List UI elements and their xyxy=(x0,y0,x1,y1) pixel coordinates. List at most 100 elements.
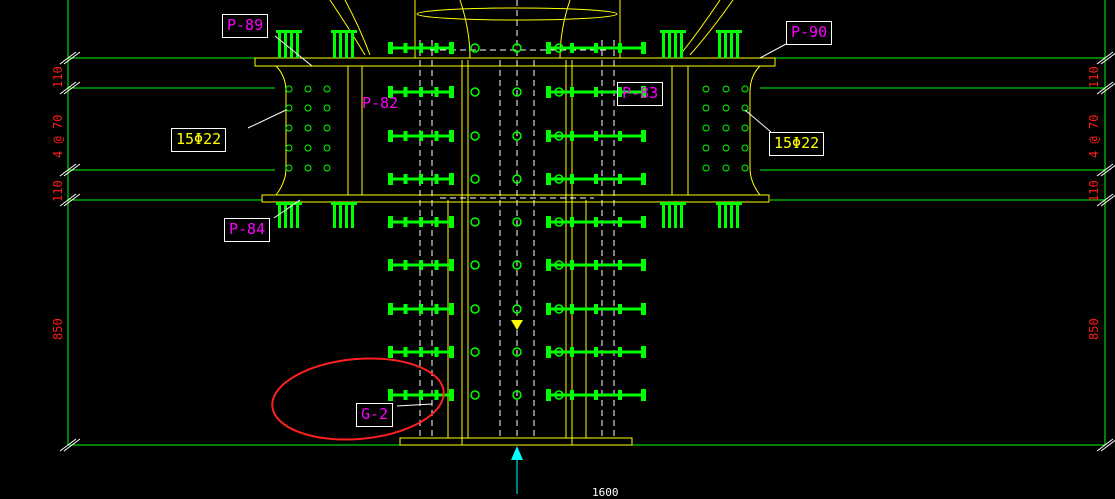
bolt xyxy=(388,389,454,401)
bolt-hole xyxy=(741,85,749,93)
bolt-hole xyxy=(470,131,480,141)
bolt-holes xyxy=(285,85,749,172)
label-p90: P-90 xyxy=(786,21,833,45)
bolt-group xyxy=(388,42,646,401)
bolt-hole xyxy=(512,260,522,270)
dim-left-850: 850 xyxy=(51,318,65,340)
bolt-hole xyxy=(323,164,331,172)
bolt xyxy=(546,42,646,54)
bolt-hole xyxy=(323,124,331,132)
bolt-hole xyxy=(702,124,710,132)
bolt-hole xyxy=(554,174,564,184)
dim-right-4at70: 4 @ 70 xyxy=(1087,114,1101,158)
bolt xyxy=(546,216,646,228)
bolt-hole xyxy=(741,144,749,152)
label-p89: P-89 xyxy=(222,14,269,38)
bolt-hole xyxy=(512,174,522,184)
bolt-hole xyxy=(741,104,749,112)
dim-bottom-partial: 1600 xyxy=(592,486,619,499)
bolt xyxy=(546,346,646,358)
label-bolts-left: 15Φ22 xyxy=(171,128,227,152)
bolt-hole xyxy=(470,217,480,227)
bolt-hole xyxy=(512,43,522,53)
hidden-lines xyxy=(419,0,615,438)
bolt-hole xyxy=(512,304,522,314)
bolt-hole xyxy=(702,164,710,172)
dimension-ticks xyxy=(59,51,1115,452)
label-p84: P-84 xyxy=(224,218,271,242)
bolt-hole xyxy=(554,87,564,97)
leader-lines xyxy=(247,35,787,407)
bolt-hole xyxy=(722,144,730,152)
bolt-hole xyxy=(512,217,522,227)
bolt-hole xyxy=(741,164,749,172)
bolt-hole xyxy=(512,390,522,400)
bolt xyxy=(388,42,454,54)
bolt-hole xyxy=(554,131,564,141)
bolt xyxy=(546,389,646,401)
bolt-hole xyxy=(470,43,480,53)
bolt xyxy=(388,130,454,142)
bolt-hole xyxy=(722,85,730,93)
bolt-hole xyxy=(702,85,710,93)
bolt-hole xyxy=(470,304,480,314)
bolt-hole xyxy=(554,260,564,270)
bolt xyxy=(546,86,646,98)
bolt-hole xyxy=(285,104,293,112)
bolt-hole xyxy=(304,124,312,132)
steel-members xyxy=(254,0,776,446)
bolt-hole xyxy=(323,144,331,152)
label-g2: G-2 xyxy=(356,403,394,427)
bolt-hole xyxy=(512,87,522,97)
bolt xyxy=(388,216,454,228)
bolt xyxy=(388,259,454,271)
dim-right-850: 850 xyxy=(1087,318,1101,340)
label-p83: P-83 xyxy=(617,82,664,106)
shear-stud xyxy=(716,202,742,228)
bolt-hole xyxy=(470,260,480,270)
dim-right-110-bottom: 110 xyxy=(1087,180,1101,202)
bolt-hole xyxy=(512,347,522,357)
shear-stud xyxy=(660,202,686,228)
bolt xyxy=(546,259,646,271)
bolt-hole xyxy=(470,347,480,357)
bolt-hole xyxy=(554,217,564,227)
bolt-hole xyxy=(285,144,293,152)
bolt xyxy=(388,173,454,185)
bolt-hole xyxy=(285,124,293,132)
bolt-hole xyxy=(554,390,564,400)
bolt-hole xyxy=(304,144,312,152)
bolt-hole xyxy=(470,390,480,400)
bolt-hole xyxy=(470,174,480,184)
dim-left-4at70: 4 @ 70 xyxy=(51,114,65,158)
bolt xyxy=(388,303,454,315)
shear-stud xyxy=(331,30,357,58)
bolt-hole xyxy=(722,104,730,112)
bolt-hole xyxy=(470,87,480,97)
bolt-hole xyxy=(304,85,312,93)
bolt xyxy=(546,303,646,315)
bolt-hole xyxy=(285,85,293,93)
shear-stud xyxy=(276,30,302,58)
bolt xyxy=(546,173,646,185)
shear-stud xyxy=(276,202,302,228)
dim-left-110-top: 110 xyxy=(51,66,65,88)
highlight-circle xyxy=(271,357,445,441)
bolt-hole xyxy=(323,104,331,112)
bolt-hole xyxy=(554,347,564,357)
bolt-hole xyxy=(512,131,522,141)
bolt xyxy=(388,86,454,98)
shear-stud xyxy=(331,202,357,228)
grid-lines xyxy=(67,0,1106,446)
dim-right-110-top: 110 xyxy=(1087,66,1101,88)
bolt xyxy=(546,130,646,142)
bolt-hole xyxy=(304,164,312,172)
shear-stud xyxy=(716,30,742,58)
shear-stud xyxy=(660,30,686,58)
bolt-hole xyxy=(722,164,730,172)
bolt-hole xyxy=(722,124,730,132)
bolt-hole xyxy=(702,144,710,152)
bolt-hole xyxy=(741,124,749,132)
bolt-hole xyxy=(554,304,564,314)
